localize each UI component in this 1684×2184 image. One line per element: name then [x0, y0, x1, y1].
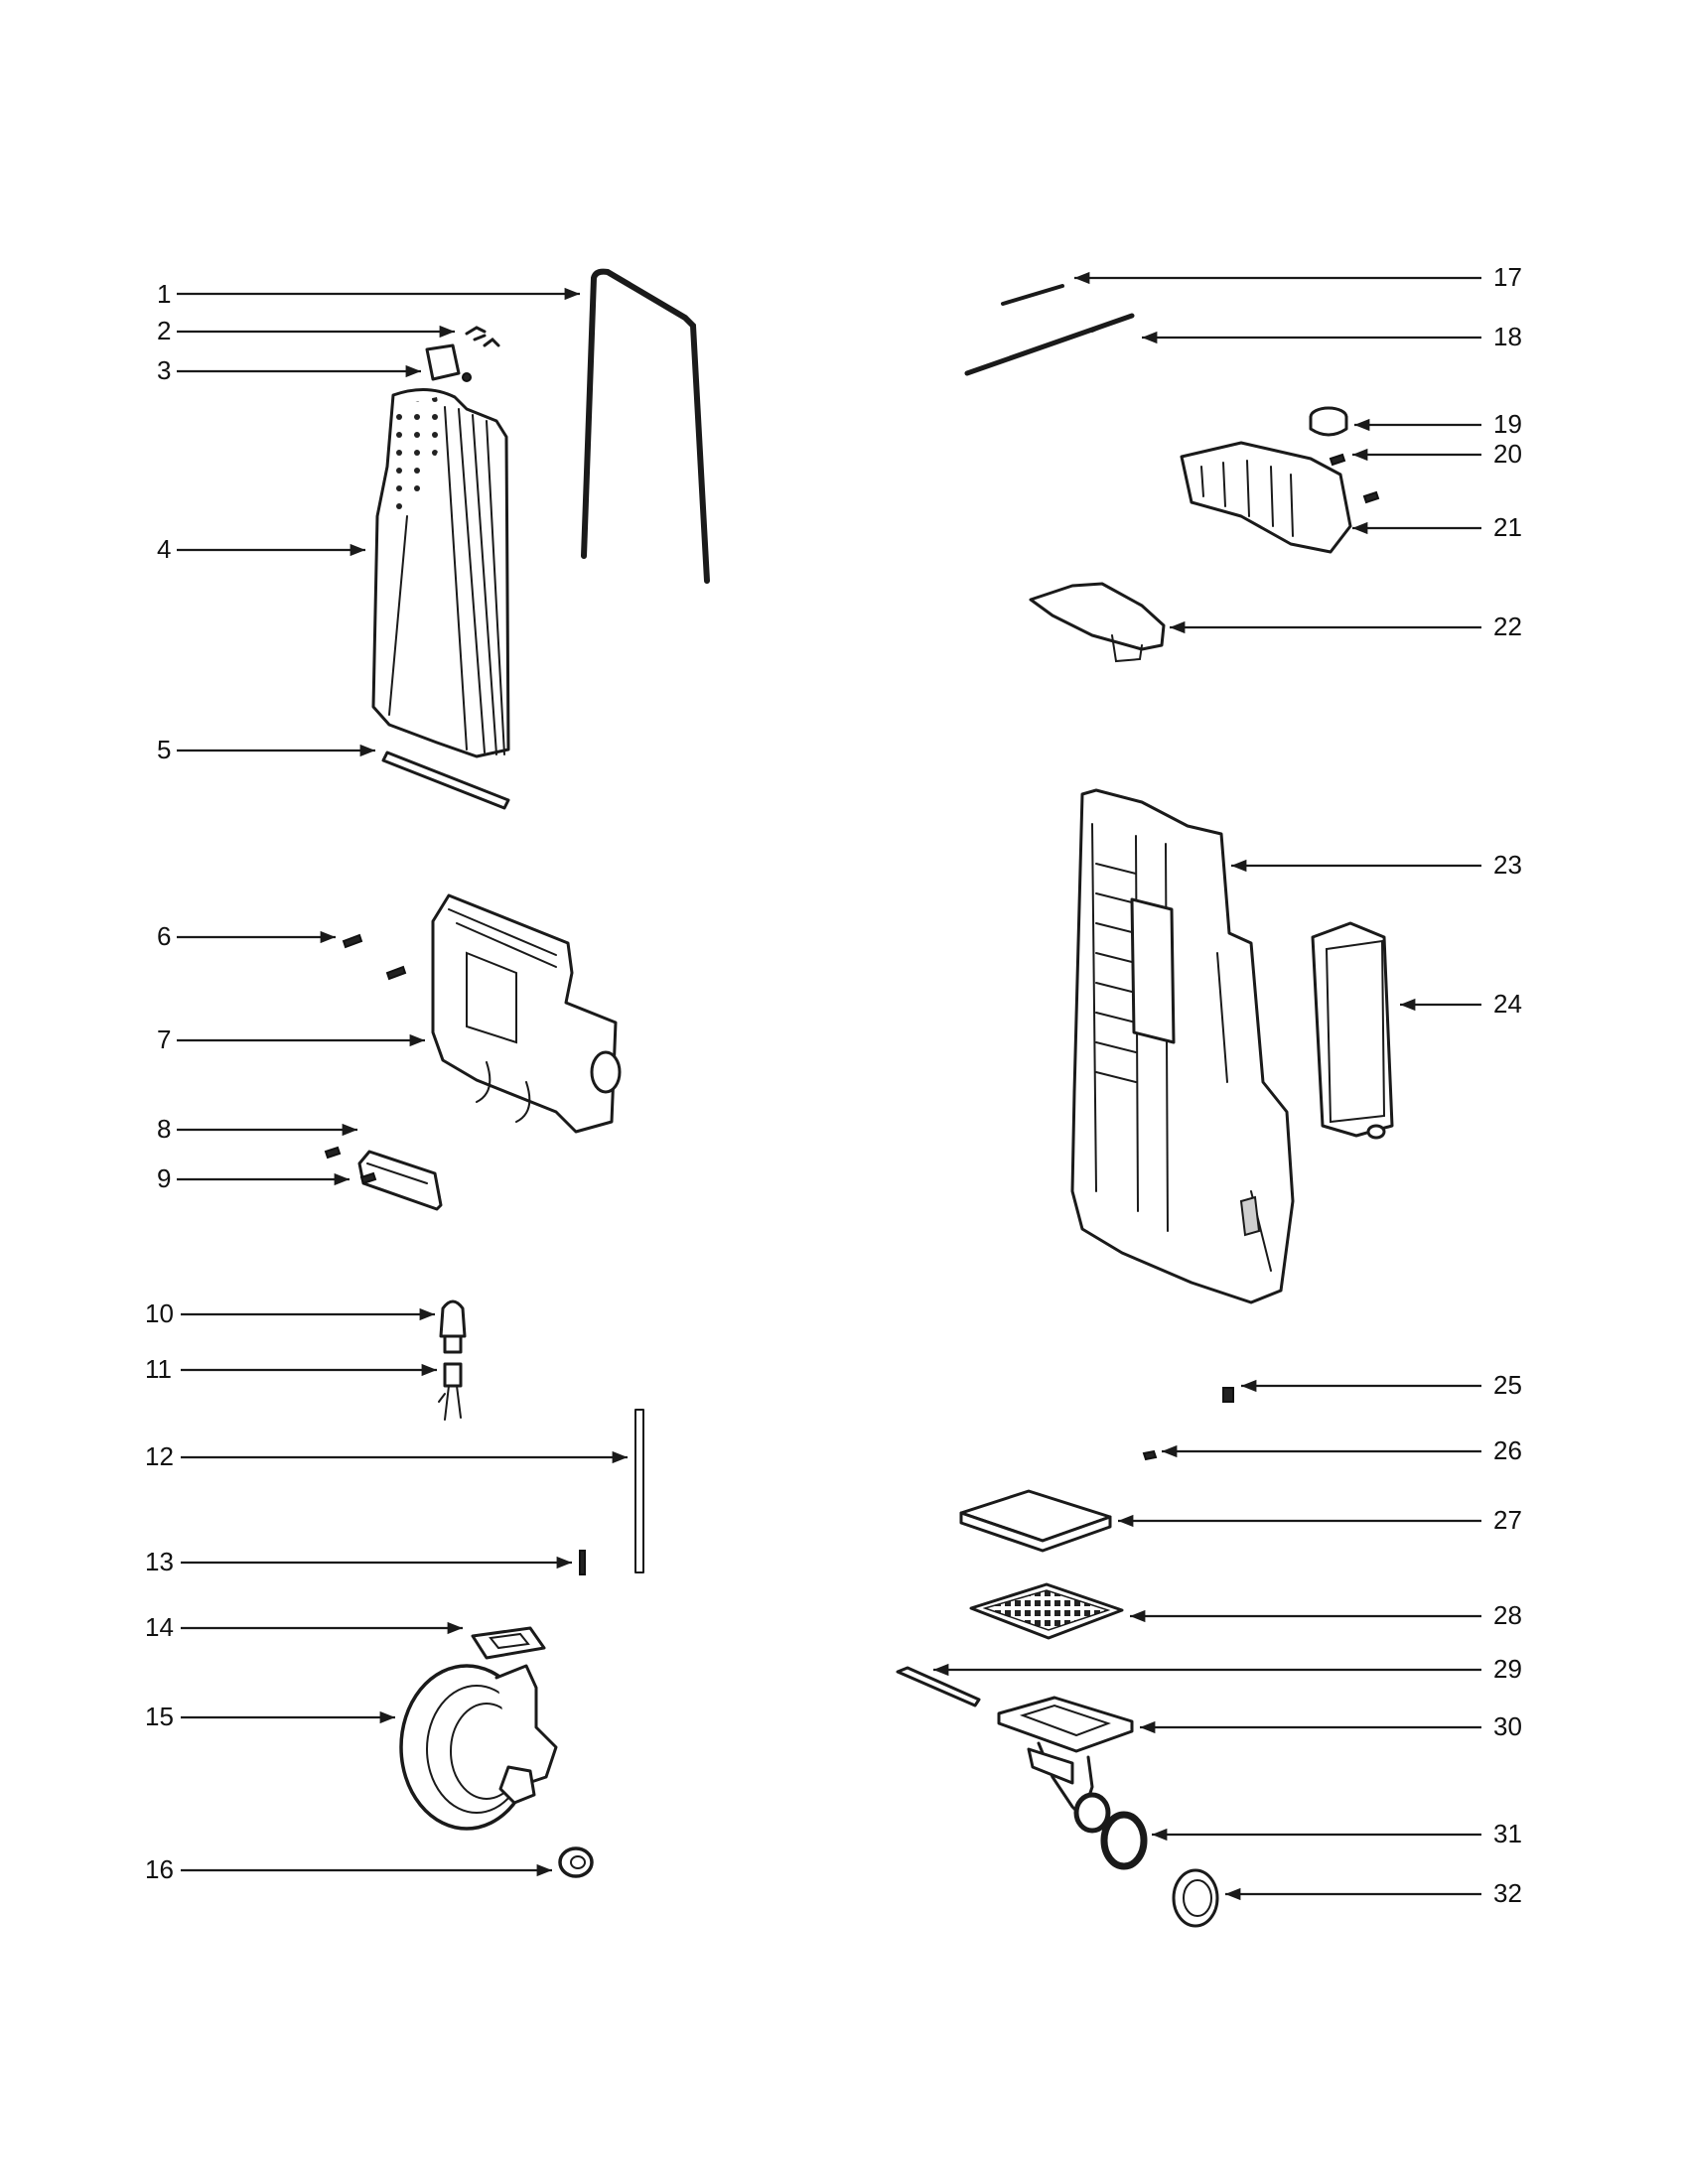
- callout-label-26: 26: [1493, 1435, 1522, 1465]
- callout-label-29: 29: [1493, 1654, 1522, 1684]
- part-30-lower-housing-drawing: [997, 1696, 1134, 1819]
- callout-label-25: 25: [1493, 1370, 1522, 1400]
- part-16-nut-drawing: [558, 1846, 594, 1878]
- callout-label-4: 4: [157, 534, 171, 564]
- part-8-9-switch-drawing: [324, 1146, 443, 1211]
- callout-label-5: 5: [157, 735, 171, 764]
- part-20-screws-drawing: [1329, 453, 1380, 504]
- callout-label-3: 3: [157, 355, 171, 385]
- callout-label-8: 8: [157, 1114, 171, 1144]
- callout-label-17: 17: [1493, 262, 1522, 292]
- part-19-cap-drawing: [1309, 406, 1348, 437]
- callout-label-10: 10: [145, 1298, 174, 1328]
- callout-label-11: 11: [145, 1354, 172, 1384]
- callout-label-23: 23: [1493, 850, 1522, 880]
- part-29-spring-drawing: [896, 1666, 981, 1707]
- callout-label-20: 20: [1493, 439, 1522, 469]
- callout-label-7: 7: [157, 1024, 171, 1054]
- part-17-rod-drawing: [1001, 284, 1064, 306]
- callout-label-14: 14: [145, 1612, 174, 1642]
- part-26-screw-drawing: [1142, 1449, 1158, 1461]
- callout-label-30: 30: [1493, 1711, 1522, 1741]
- part-6-screws-drawing: [342, 933, 407, 981]
- callout-label-24: 24: [1493, 989, 1522, 1019]
- callout-label-1: 1: [157, 279, 171, 309]
- part-11-socket-drawing: [438, 1362, 463, 1421]
- callout-layer: 1 2 3 4 5 6 7 8 9 10 11 12 13 14 15 16: [145, 262, 1522, 1908]
- callout-label-21: 21: [1493, 512, 1522, 542]
- part-28-screen-drawing: [969, 1582, 1124, 1640]
- part-13-pin-drawing: [579, 1550, 586, 1575]
- part-27-filter-pad-drawing: [959, 1489, 1112, 1553]
- part-3-latch-drawing: [425, 343, 472, 382]
- callout-label-27: 27: [1493, 1505, 1522, 1535]
- part-32-seal-drawing: [1172, 1868, 1219, 1928]
- part-1-handle-drawing: [581, 268, 710, 584]
- callout-label-28: 28: [1493, 1600, 1522, 1630]
- callout-label-22: 22: [1493, 612, 1522, 641]
- callout-label-31: 31: [1493, 1819, 1522, 1848]
- part-15-motor-drawing: [399, 1664, 558, 1831]
- part-12-rod-drawing: [634, 1409, 644, 1573]
- callout-label-6: 6: [157, 921, 171, 951]
- part-18-rod-drawing: [964, 313, 1135, 376]
- part-22-bracket-drawing: [1029, 582, 1166, 663]
- part-25-screw-drawing: [1222, 1387, 1234, 1403]
- callout-label-32: 32: [1493, 1878, 1522, 1908]
- callout-label-9: 9: [157, 1163, 171, 1193]
- part-5-strip-drawing: [381, 751, 510, 810]
- part-31-ring-drawing: [1073, 1792, 1148, 1870]
- part-4-bag-cover-drawing: [371, 387, 510, 758]
- callout-label-18: 18: [1493, 322, 1522, 351]
- callout-label-12: 12: [145, 1441, 174, 1471]
- callout-label-13: 13: [145, 1547, 174, 1576]
- part-10-bulb-drawing: [439, 1299, 467, 1354]
- part-7-housing-drawing: [431, 893, 622, 1134]
- part-21-bracket-drawing: [1180, 441, 1352, 554]
- callout-label-15: 15: [145, 1702, 174, 1731]
- callout-label-2: 2: [157, 316, 171, 345]
- part-2-clip-drawing: [465, 326, 500, 347]
- part-14-gasket-drawing: [471, 1626, 546, 1660]
- callout-label-16: 16: [145, 1854, 174, 1884]
- callout-label-19: 19: [1493, 409, 1522, 439]
- part-24-filter-door-drawing: [1311, 921, 1394, 1140]
- part-23-main-body-drawing: [1070, 788, 1295, 1304]
